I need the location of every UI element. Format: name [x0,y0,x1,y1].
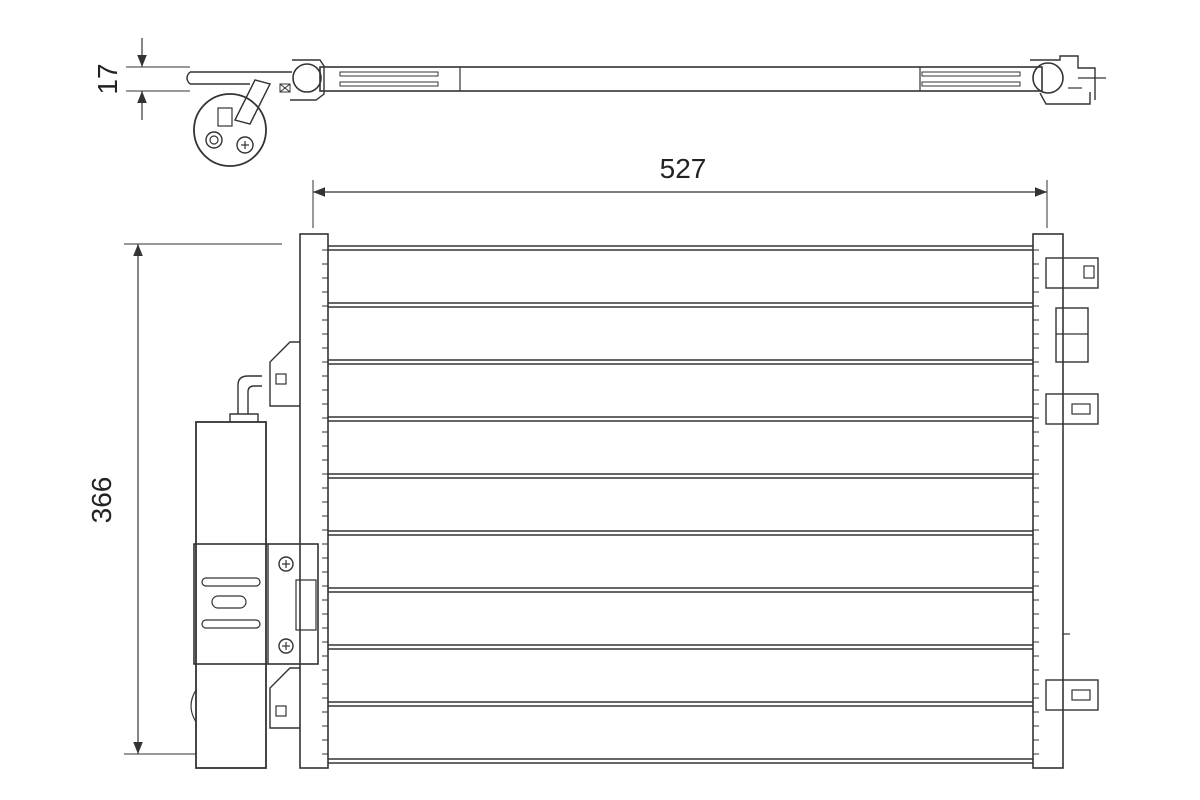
receiver-dryer-clamp [193,543,319,665]
right-middle-block [1055,307,1089,363]
left-lower-bracket [269,667,300,729]
clamp-bolt-lower [278,638,294,654]
width-dimension-label: 527 [660,153,707,184]
dimension-height: 366 [86,243,282,755]
depth-dimension-label: 17 [92,63,123,94]
left-header-teeth [322,249,328,755]
condenser-tube [328,758,1033,764]
dimension-depth: 17 [92,38,190,120]
top-view-core-bar [319,66,1043,92]
front-view [190,233,1099,769]
left-upper-bracket [269,341,300,407]
condenser-tube [328,302,1033,308]
right-header-fitting-circle [1032,62,1064,94]
left-header-tank [299,233,329,769]
dimension-width: 527 [312,153,1048,228]
condenser-tube [328,644,1033,650]
right-header-teeth [1033,249,1039,755]
left-header-fitting-circle [292,63,322,93]
condenser-tube [328,245,1033,251]
condenser-tube [328,359,1033,365]
receiver-dryer-body [195,421,267,769]
clamp-bolt-upper [278,556,294,572]
right-lower-bracket [1045,679,1099,711]
condenser-tube [328,587,1033,593]
condenser-tube [328,473,1033,479]
right-mid-bracket [1045,393,1099,425]
right-upper-bracket [1045,257,1099,289]
top-view [186,55,1106,167]
receiver-dryer-inlet-pipe [237,375,262,414]
condenser-tube [328,701,1033,707]
height-dimension-label: 366 [86,477,117,524]
top-view-dryer-body [193,93,267,167]
condenser-tube [328,416,1033,422]
condenser-tubes [328,245,1033,764]
condenser-tube [328,530,1033,536]
right-header-tank [1032,233,1064,769]
